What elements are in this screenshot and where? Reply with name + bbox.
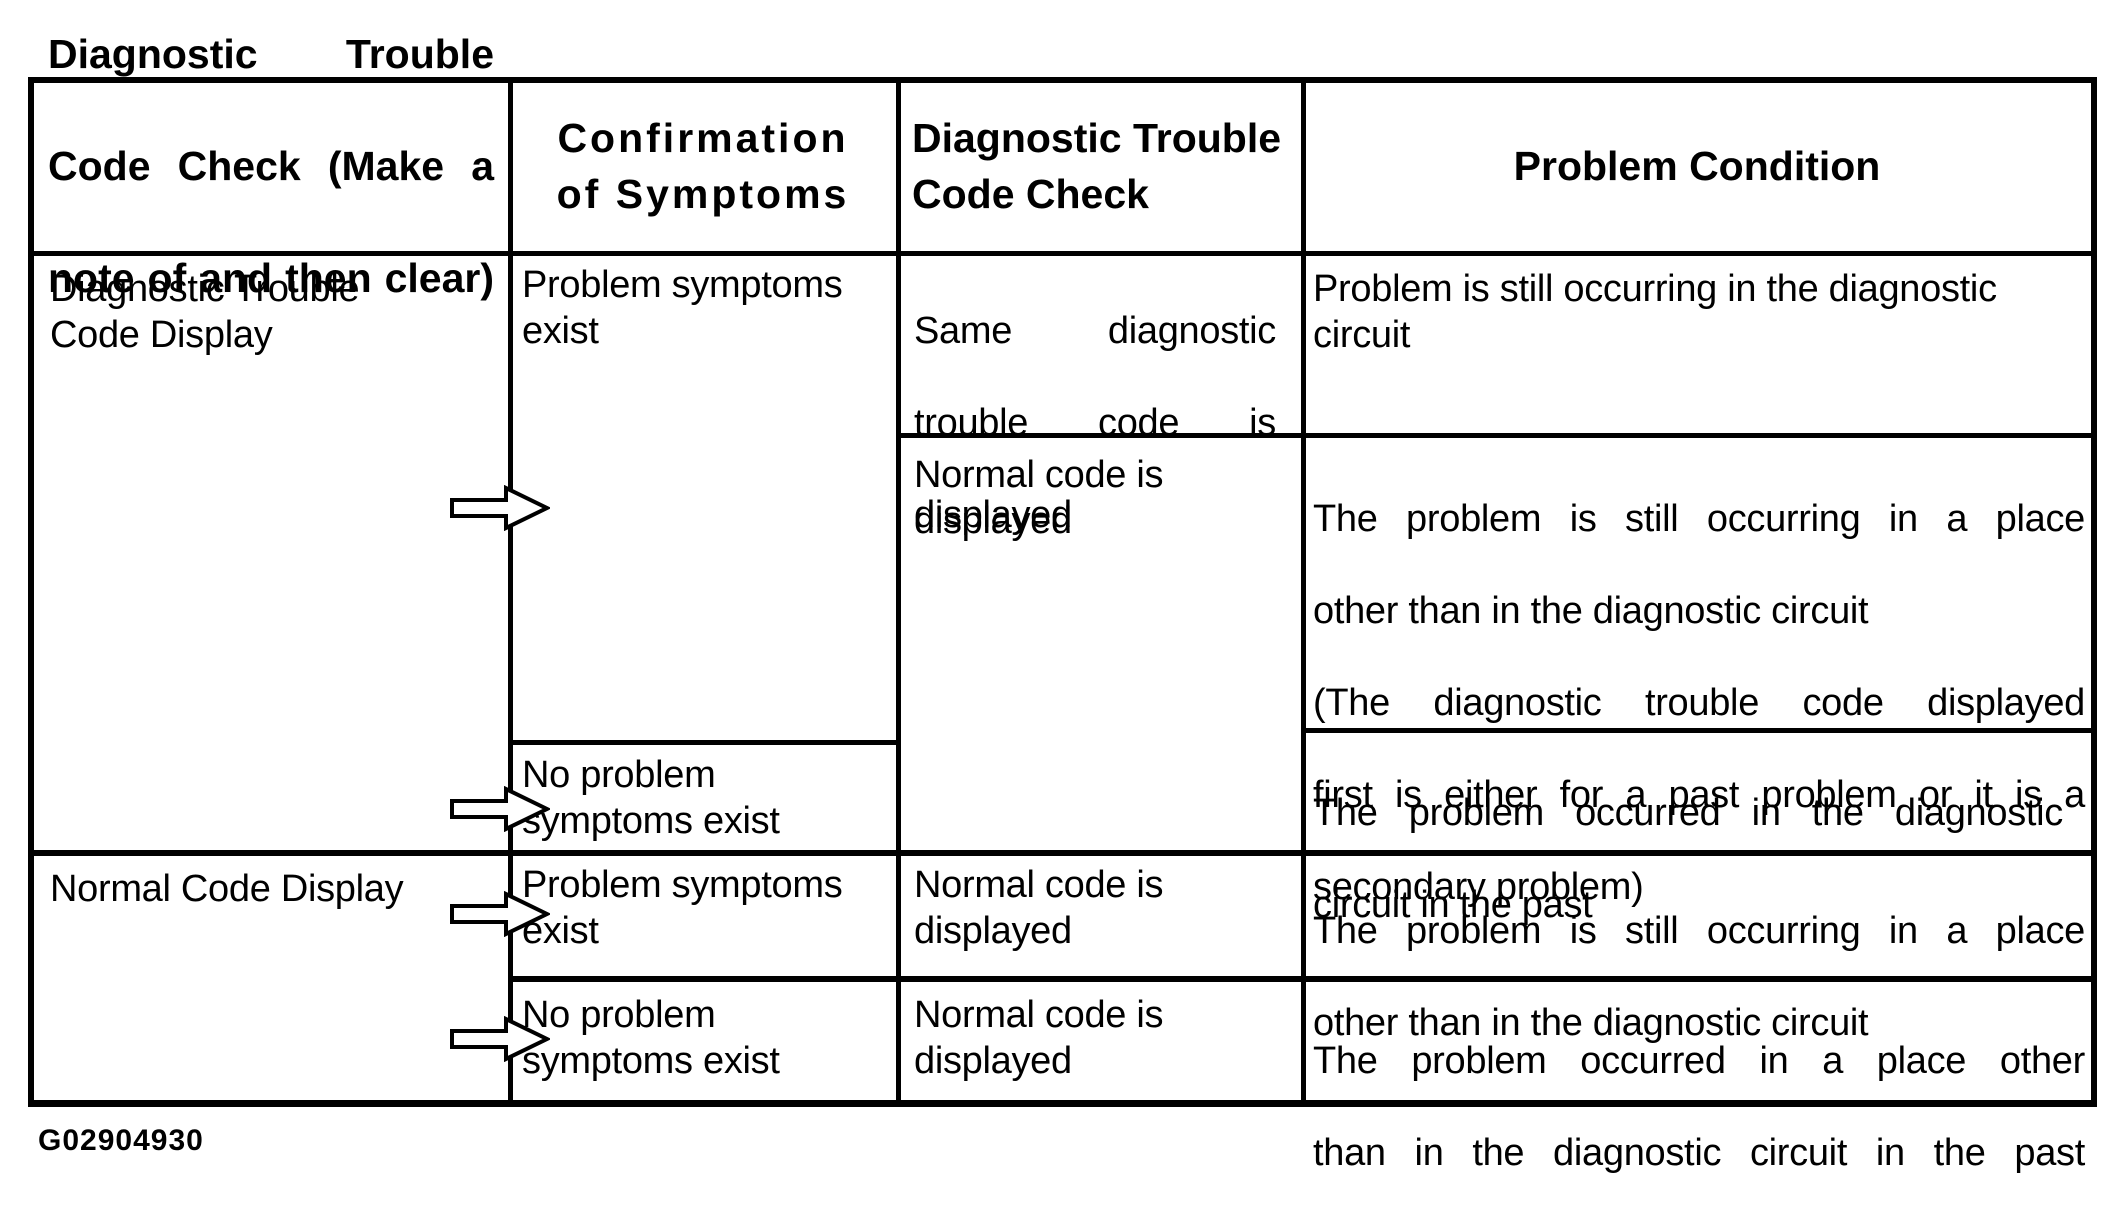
column-divider-2 bbox=[896, 77, 901, 1107]
row-divider-lower bbox=[508, 976, 2097, 982]
header-text: Problem Condition bbox=[1513, 143, 1881, 189]
text-line: displayed bbox=[914, 494, 1072, 536]
cell-normal-code-displayed-1: Normal code is displayed bbox=[914, 454, 1164, 542]
text-line: note of and then clear) bbox=[48, 255, 494, 301]
right-arrow-icon bbox=[450, 1016, 550, 1062]
right-arrow-icon bbox=[450, 786, 550, 832]
right-arrow-icon bbox=[450, 485, 550, 531]
cell-no-problem-symptoms-1: No problem symptoms exist bbox=[522, 754, 780, 842]
row-divider-symptoms bbox=[508, 740, 901, 745]
cell-problem-still-in-circuit: Problem is still occurring in the diagno… bbox=[1313, 268, 1997, 356]
cell-problem-symptoms-exist-2: Problem symptoms exist bbox=[522, 864, 843, 952]
text-line: The problem occurred in a place other bbox=[1313, 1040, 2085, 1082]
header-dtc-check: Diagnostic Trouble Code Check bbox=[912, 83, 1292, 249]
column-divider-1 bbox=[508, 77, 513, 1107]
header-confirmation-of-symptoms: Confirmation of Symptoms bbox=[514, 83, 892, 249]
text-line: circuit in the past bbox=[1313, 884, 1593, 926]
cell-same-code-displayed: Same diagnostic trouble code is displaye… bbox=[914, 262, 1276, 584]
cell-problem-occurred-other-place: The problem occurred in a place other th… bbox=[1313, 992, 2085, 1220]
text-line: (The diagnostic trouble code displayed bbox=[1313, 682, 2085, 724]
cell-problem-other-place-2: The problem is still occurring in a plac… bbox=[1313, 862, 2085, 1092]
cell-problem-occurred-past: The problem occurred in the diagnostic c… bbox=[1313, 744, 2063, 974]
table-border-top bbox=[28, 77, 2097, 83]
cell-normal-code-display: Normal Code Display bbox=[50, 868, 404, 910]
table-border-left bbox=[28, 77, 34, 1107]
text-line: other than in the diagnostic circuit bbox=[1313, 1002, 1869, 1044]
text-line: The problem is still occurring in a plac… bbox=[1313, 498, 2085, 540]
cell-normal-code-displayed-2: Normal code is displayed bbox=[914, 864, 1164, 952]
header-dtc-check-note: Diagnostic Trouble Code Check (Make a no… bbox=[48, 31, 494, 301]
row-divider-code-check-1 bbox=[896, 433, 2097, 438]
text-line: first is either for a past problem or it… bbox=[1313, 774, 2085, 816]
text-line: than in the diagnostic circuit in the pa… bbox=[1313, 1132, 2085, 1174]
text-line: trouble code is bbox=[914, 402, 1276, 444]
text-line: other than in the diagnostic circuit bbox=[1313, 590, 1869, 632]
row-divider-condition bbox=[1301, 728, 2097, 733]
table-border-right bbox=[2091, 77, 2097, 1107]
header-text: Diagnostic Trouble Code Check bbox=[912, 115, 1282, 217]
text-line: secondary problem) bbox=[1313, 866, 1644, 908]
text-line: The problem is still occurring in a plac… bbox=[1313, 910, 2085, 952]
text-line: Code Check (Make a bbox=[48, 143, 494, 189]
cell-problem-symptoms-exist-1: Problem symptoms exist bbox=[522, 264, 843, 352]
cell-problem-other-place-note: The problem is still occurring in a plac… bbox=[1313, 450, 2085, 956]
header-text: Diagnostic Trouble Code Check (Make a no… bbox=[48, 0, 494, 362]
cell-dtc-display: Diagnostic Trouble Code Display bbox=[50, 268, 360, 356]
text-line: Diagnostic Trouble bbox=[48, 31, 494, 77]
header-row-divider bbox=[28, 251, 2097, 256]
right-arrow-icon bbox=[450, 891, 550, 937]
text-line: The problem occurred in the diagnostic bbox=[1313, 792, 2063, 834]
cell-normal-code-displayed-3: Normal code is displayed bbox=[914, 994, 1164, 1082]
figure-code-label: G02904930 bbox=[38, 1124, 204, 1157]
header-text: Confirmation of Symptoms bbox=[556, 115, 850, 217]
group-row-divider bbox=[28, 850, 2097, 856]
column-divider-3 bbox=[1301, 77, 1306, 1107]
header-problem-condition: Problem Condition bbox=[1307, 83, 2087, 249]
cell-no-problem-symptoms-2: No problem symptoms exist bbox=[522, 994, 780, 1082]
text-line: Same diagnostic bbox=[914, 310, 1276, 352]
table-border-bottom bbox=[28, 1100, 2097, 1107]
